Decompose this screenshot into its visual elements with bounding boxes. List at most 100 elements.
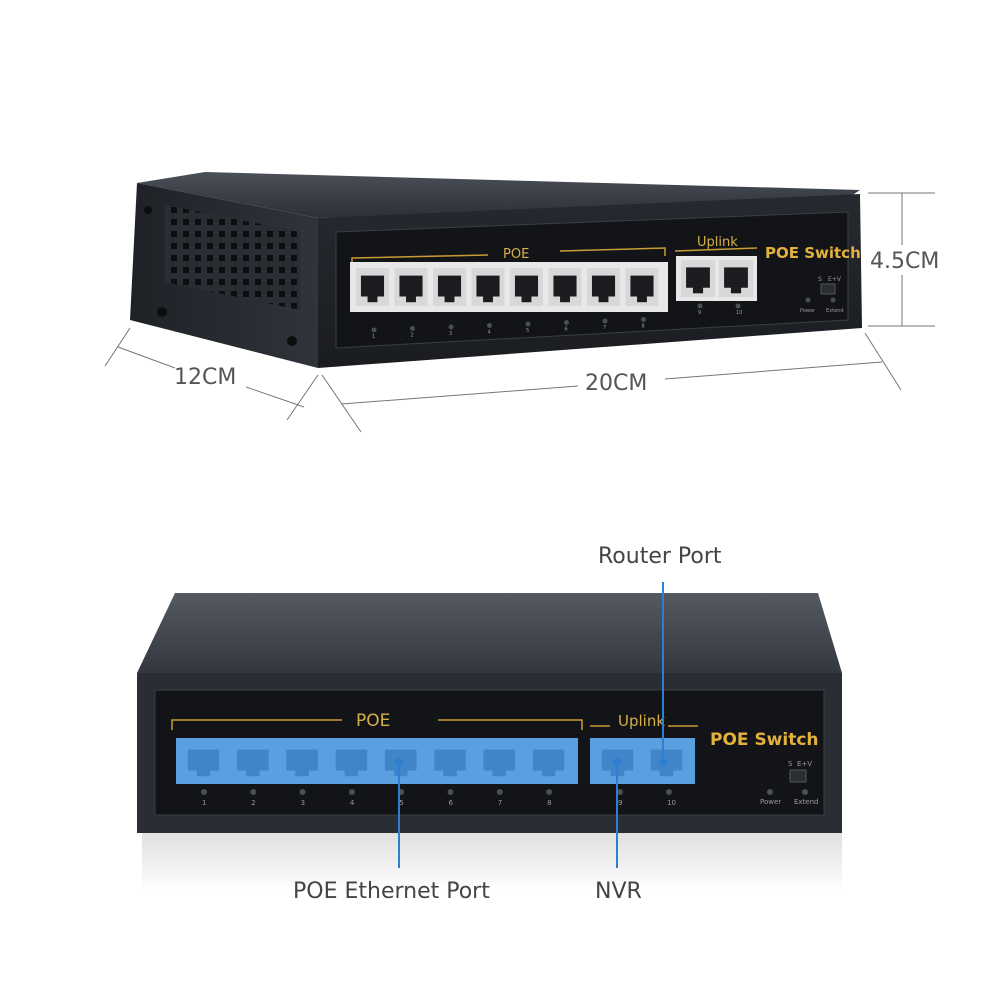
port-number: 9	[698, 310, 701, 316]
screw-icon	[157, 307, 167, 317]
port-led	[371, 327, 377, 333]
port-led	[496, 789, 503, 795]
width-dimension-label: 20CM	[585, 371, 647, 396]
rj45-port-icon	[587, 268, 620, 306]
rj45-port-icon	[510, 268, 543, 306]
port-number: 6	[565, 327, 568, 333]
rj45-port-icon	[526, 742, 572, 780]
port-number: 10	[667, 799, 676, 807]
bottom-dip-switch	[789, 769, 807, 783]
port-led	[546, 789, 553, 795]
bottom-power-led	[767, 789, 773, 795]
bottom-poe-ports	[181, 742, 572, 780]
rj45-port-icon	[471, 268, 505, 306]
rj45-port-icon	[644, 742, 689, 780]
port-number: 5	[399, 799, 403, 807]
port-led	[448, 324, 454, 330]
port-number: 9	[618, 799, 622, 807]
rj45-port-icon	[681, 260, 715, 297]
top-switch-vents	[165, 205, 300, 310]
port-number: 8	[642, 324, 645, 330]
port-led	[525, 321, 531, 327]
rj45-port-icon	[394, 268, 428, 306]
port-led	[410, 326, 415, 331]
top-power-label: Power	[800, 308, 816, 314]
bottom-poe-bracket	[171, 719, 583, 730]
bottom-brand-label: POE Switch	[710, 730, 819, 750]
dimension-lines	[104, 192, 935, 433]
top-extend-led	[830, 297, 836, 303]
port-led	[447, 789, 454, 795]
port-led	[201, 789, 207, 795]
port-number: 6	[449, 799, 454, 807]
port-number: 2	[251, 799, 255, 807]
top-switch-ev-label: E+V	[828, 276, 842, 283]
callout-dots	[395, 758, 667, 766]
port-led	[348, 789, 355, 795]
port-number: 1	[202, 799, 206, 807]
router-port-callout: Router Port	[598, 544, 722, 569]
rj45-port-icon	[625, 268, 659, 306]
rj45-port-icon	[476, 742, 522, 780]
bottom-switch-lid	[137, 593, 842, 673]
port-number: 4	[488, 330, 491, 336]
rj45-port-icon	[433, 268, 466, 306]
bottom-switch-s-label: S	[788, 760, 793, 768]
callout-lines	[398, 582, 664, 868]
top-port-numbers: 1 2 3 4 5 6 7 8 9 10	[371, 303, 742, 340]
bottom-poe-label: POE	[356, 711, 390, 731]
port-number: 3	[449, 331, 452, 337]
port-led	[697, 303, 703, 309]
bottom-extend-label: Extend	[794, 798, 819, 806]
top-uplink-label: Uplink	[697, 235, 738, 250]
bottom-switch-reflection	[142, 832, 842, 892]
port-led	[666, 789, 672, 795]
port-led	[564, 320, 569, 325]
height-dimension-label: 4.5CM	[870, 249, 939, 274]
rj45-port-icon	[328, 742, 374, 780]
port-number: 7	[498, 799, 502, 807]
rj45-port-icon	[427, 742, 473, 780]
rj45-port-icon	[181, 742, 226, 780]
rj45-port-icon	[230, 742, 276, 780]
top-uplink-ports	[681, 260, 753, 297]
port-number: 1	[372, 334, 375, 340]
port-led	[617, 789, 623, 795]
top-poe-ports	[356, 268, 659, 306]
port-led	[735, 303, 741, 309]
port-led	[602, 318, 608, 324]
rj45-port-icon	[356, 268, 389, 306]
port-led	[299, 789, 306, 795]
screw-icon	[287, 336, 297, 346]
top-brand-label: POE Switch	[765, 244, 861, 262]
port-number: 2	[411, 333, 414, 339]
top-dip-switch	[820, 283, 836, 295]
bottom-power-label: Power	[760, 798, 781, 806]
top-poe-label: POE	[503, 247, 529, 262]
top-switch-s-label: S	[818, 276, 822, 283]
nvr-callout: NVR	[595, 879, 642, 904]
screw-icon	[144, 206, 152, 214]
port-number: 10	[736, 310, 742, 316]
top-extend-label: Extend	[826, 308, 844, 314]
depth-dimension-label: 12CM	[174, 365, 236, 390]
bottom-uplink-label: Uplink	[618, 712, 665, 730]
port-led	[487, 323, 492, 328]
port-number: 5	[526, 328, 529, 334]
bottom-extend-led	[802, 789, 808, 795]
port-number: 7	[603, 325, 606, 331]
rj45-port-icon	[548, 268, 582, 306]
port-led	[641, 317, 646, 322]
top-power-led	[805, 297, 811, 303]
rj45-port-icon	[719, 260, 753, 297]
top-uplink-bracket	[674, 247, 758, 252]
bottom-switch-ev-label: E+V	[797, 760, 812, 768]
rj45-port-icon	[279, 742, 325, 780]
port-led	[250, 789, 257, 795]
port-number: 8	[547, 799, 551, 807]
top-switch-lid	[137, 172, 860, 218]
port-number: 4	[350, 799, 355, 807]
